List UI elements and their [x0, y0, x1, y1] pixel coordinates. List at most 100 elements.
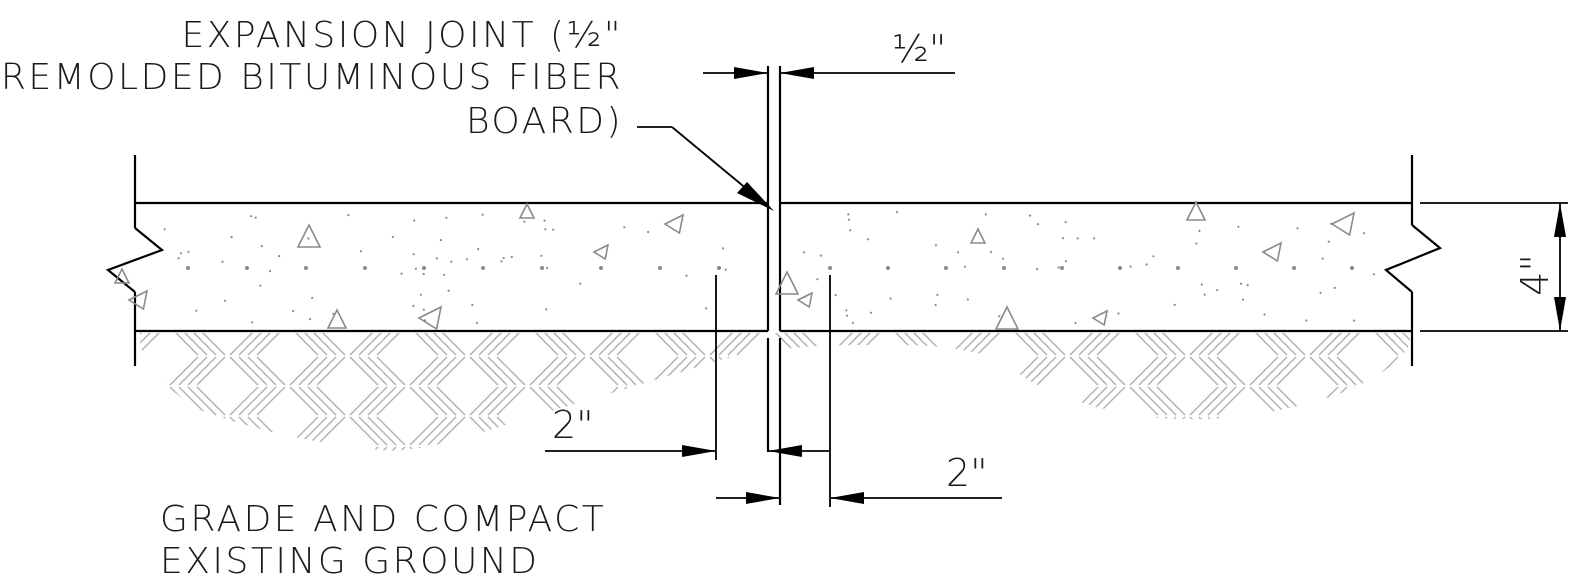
soil-hatch-stroke [898, 386, 928, 416]
soil-hatch-stroke [1156, 333, 1186, 356]
aggregate-stone [113, 267, 131, 284]
soil-hatch-stroke [229, 356, 259, 386]
aggregate-dot [1321, 257, 1324, 260]
soil-hatch-stroke [847, 386, 877, 416]
aggregate-dot [545, 308, 548, 311]
aggregate-dot [304, 266, 308, 270]
aggregate-dot [896, 211, 899, 214]
aggregate-dot [307, 237, 310, 240]
soil-hatch-stroke [1138, 416, 1168, 446]
soil-hatch-stroke [727, 446, 757, 451]
aggregate-dot [819, 254, 822, 257]
aggregate-dot [1117, 312, 1120, 315]
aggregate-dot [186, 266, 190, 270]
soil-hatch-stroke [967, 416, 997, 446]
soil-hatch-stroke [589, 333, 619, 356]
soil-hatch-stroke [469, 356, 499, 386]
soil-hatch-stroke [469, 333, 499, 356]
soil-hatch-stroke [667, 386, 697, 416]
soil-hatch-stroke [1009, 333, 1039, 356]
soil-hatch-stroke [1309, 356, 1339, 386]
soil-hatch-stroke [736, 416, 766, 446]
aggregate-dot [419, 293, 422, 296]
soil-hatch-stroke [607, 416, 637, 446]
aggregate-dot [359, 250, 363, 253]
soil-hatch-stroke [1207, 333, 1237, 356]
aggregate-dot [163, 228, 166, 231]
soil-hatch-stroke [1216, 416, 1246, 446]
aggregate-dot [989, 250, 993, 254]
soil-hatch-stroke [238, 333, 268, 356]
soil-hatch-stroke [427, 356, 457, 386]
aggregate-dot [1036, 223, 1040, 226]
soil-hatch-stroke [976, 333, 1006, 356]
soil-hatch-stroke [1318, 416, 1348, 446]
soil-hatch-stroke [736, 356, 766, 386]
aggregate-dot [471, 303, 474, 307]
soil-hatch-stroke [1249, 333, 1279, 356]
soil-hatch-stroke [1327, 416, 1357, 446]
soil-hatch-stroke [949, 416, 979, 446]
soil-hatch-stroke [718, 446, 748, 451]
soil-hatch-stroke [1156, 416, 1186, 446]
soil-hatch-stroke [1156, 356, 1186, 386]
soil-hatch-stroke [1087, 416, 1117, 446]
soil-hatch-stroke [256, 446, 286, 451]
soil-hatch-stroke [589, 356, 619, 386]
soil-hatch-stroke [376, 356, 406, 386]
soil-hatch-stroke [1318, 356, 1348, 386]
soil-hatch-stroke [140, 356, 166, 386]
soil-hatch-stroke [838, 446, 868, 451]
aggregate-dot [1061, 237, 1064, 240]
soil-hatch-stroke [367, 446, 397, 451]
soil-hatch-stroke [376, 333, 406, 356]
aggregate-dot [422, 272, 425, 276]
soil-hatch-stroke [898, 356, 928, 386]
joint-width-dimension [703, 67, 955, 79]
soil-hatch-stroke [187, 446, 217, 451]
soil-hatch-stroke [1147, 446, 1177, 451]
aggregate-dot [363, 266, 367, 270]
soil-hatch-stroke [1396, 386, 1410, 416]
aggregate-dot [1350, 266, 1354, 270]
soil-hatch-stroke [889, 446, 919, 451]
soil-hatch-stroke [658, 416, 688, 446]
aggregate-dot [230, 236, 233, 239]
soil-hatch-stroke [409, 416, 439, 446]
aggregate-dot [705, 307, 708, 310]
aggregate-dot [1198, 229, 1201, 232]
aggregate-dot [1246, 284, 1249, 287]
soil-hatch-stroke [409, 356, 439, 386]
soil-hatch-stroke [436, 446, 466, 451]
aggregate-dot [259, 284, 262, 287]
aggregate-dot [803, 251, 806, 254]
soil-hatch-stroke [1336, 446, 1366, 451]
soil-hatch-stroke [478, 446, 508, 451]
aggregate-dot [221, 260, 224, 263]
soil-hatch-stroke [316, 446, 346, 451]
aggregate-dot [1064, 221, 1067, 224]
soil-hatch-stroke [1027, 416, 1057, 446]
soil-hatch-stroke [358, 386, 388, 416]
soil-hatch-stroke [1138, 356, 1168, 386]
soil-hatch-stroke [1078, 356, 1108, 386]
soil-hatch-stroke [829, 446, 859, 451]
aggregate-dot [816, 278, 819, 281]
soil-hatch-stroke [1036, 386, 1066, 416]
soil-hatch-stroke [1138, 333, 1168, 356]
aggregate-stone [796, 291, 814, 309]
soil-hatch-stroke [187, 416, 217, 446]
aggregate-dot [250, 215, 253, 218]
aggregate-dot [177, 257, 180, 260]
soil-hatch-stroke [289, 356, 319, 386]
soil-hatch-stroke [229, 333, 259, 356]
soil-hatch-stroke [847, 416, 877, 446]
right-offset-label: 2" [946, 451, 988, 495]
soil-hatch-stroke [1147, 416, 1177, 446]
soil-hatch-stroke [1267, 356, 1297, 386]
soil-hatch-stroke [769, 416, 799, 446]
soil-hatch-stroke [1448, 387, 1476, 415]
soil-hatch-stroke [589, 416, 619, 446]
soil-hatch-stroke [967, 333, 997, 356]
soil-hatch-stroke [409, 446, 439, 451]
